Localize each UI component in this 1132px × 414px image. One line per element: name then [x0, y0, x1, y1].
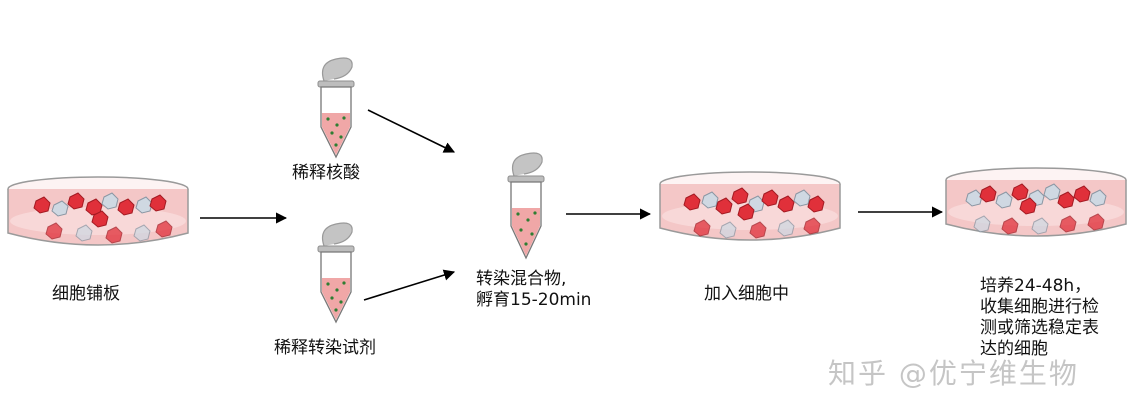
watermark: 知乎 @优宁维生物 — [828, 357, 1079, 390]
label-culture-line2: 收集细胞进行检 — [980, 297, 1099, 317]
tube-nucleic-acid — [317, 57, 355, 159]
label-mix-line1: 转染混合物, — [476, 269, 567, 289]
label-culture-line3: 测或筛选稳定表 — [980, 318, 1099, 338]
petri-dish-plating — [7, 176, 189, 246]
label-mix-line2: 孵育15-20min — [476, 290, 592, 310]
label-culture-line4: 达的细胞 — [980, 339, 1048, 359]
petri-dish-culture — [945, 167, 1127, 237]
label-culture: 培养24-48h， 收集细胞进行检 测或筛选稳定表 达的细胞 — [980, 276, 1099, 360]
tube-transfection-mix — [507, 152, 545, 260]
label-mix: 转染混合物, 孵育15-20min — [476, 269, 591, 311]
arrow-reagent-to-mix — [363, 269, 456, 301]
petri-dish-add-cells — [659, 171, 841, 241]
label-dilute-nucleic: 稀释核酸 — [292, 163, 360, 183]
arrow-nucleic-to-mix — [367, 109, 456, 153]
label-dilute-reagent: 稀释转染试剂 — [274, 338, 376, 358]
label-plate-cells: 细胞铺板 — [52, 284, 120, 304]
label-culture-line1: 培养24-48h， — [980, 276, 1092, 296]
label-add-cells: 加入细胞中 — [704, 284, 789, 304]
tube-transfection-reagent — [317, 222, 355, 324]
